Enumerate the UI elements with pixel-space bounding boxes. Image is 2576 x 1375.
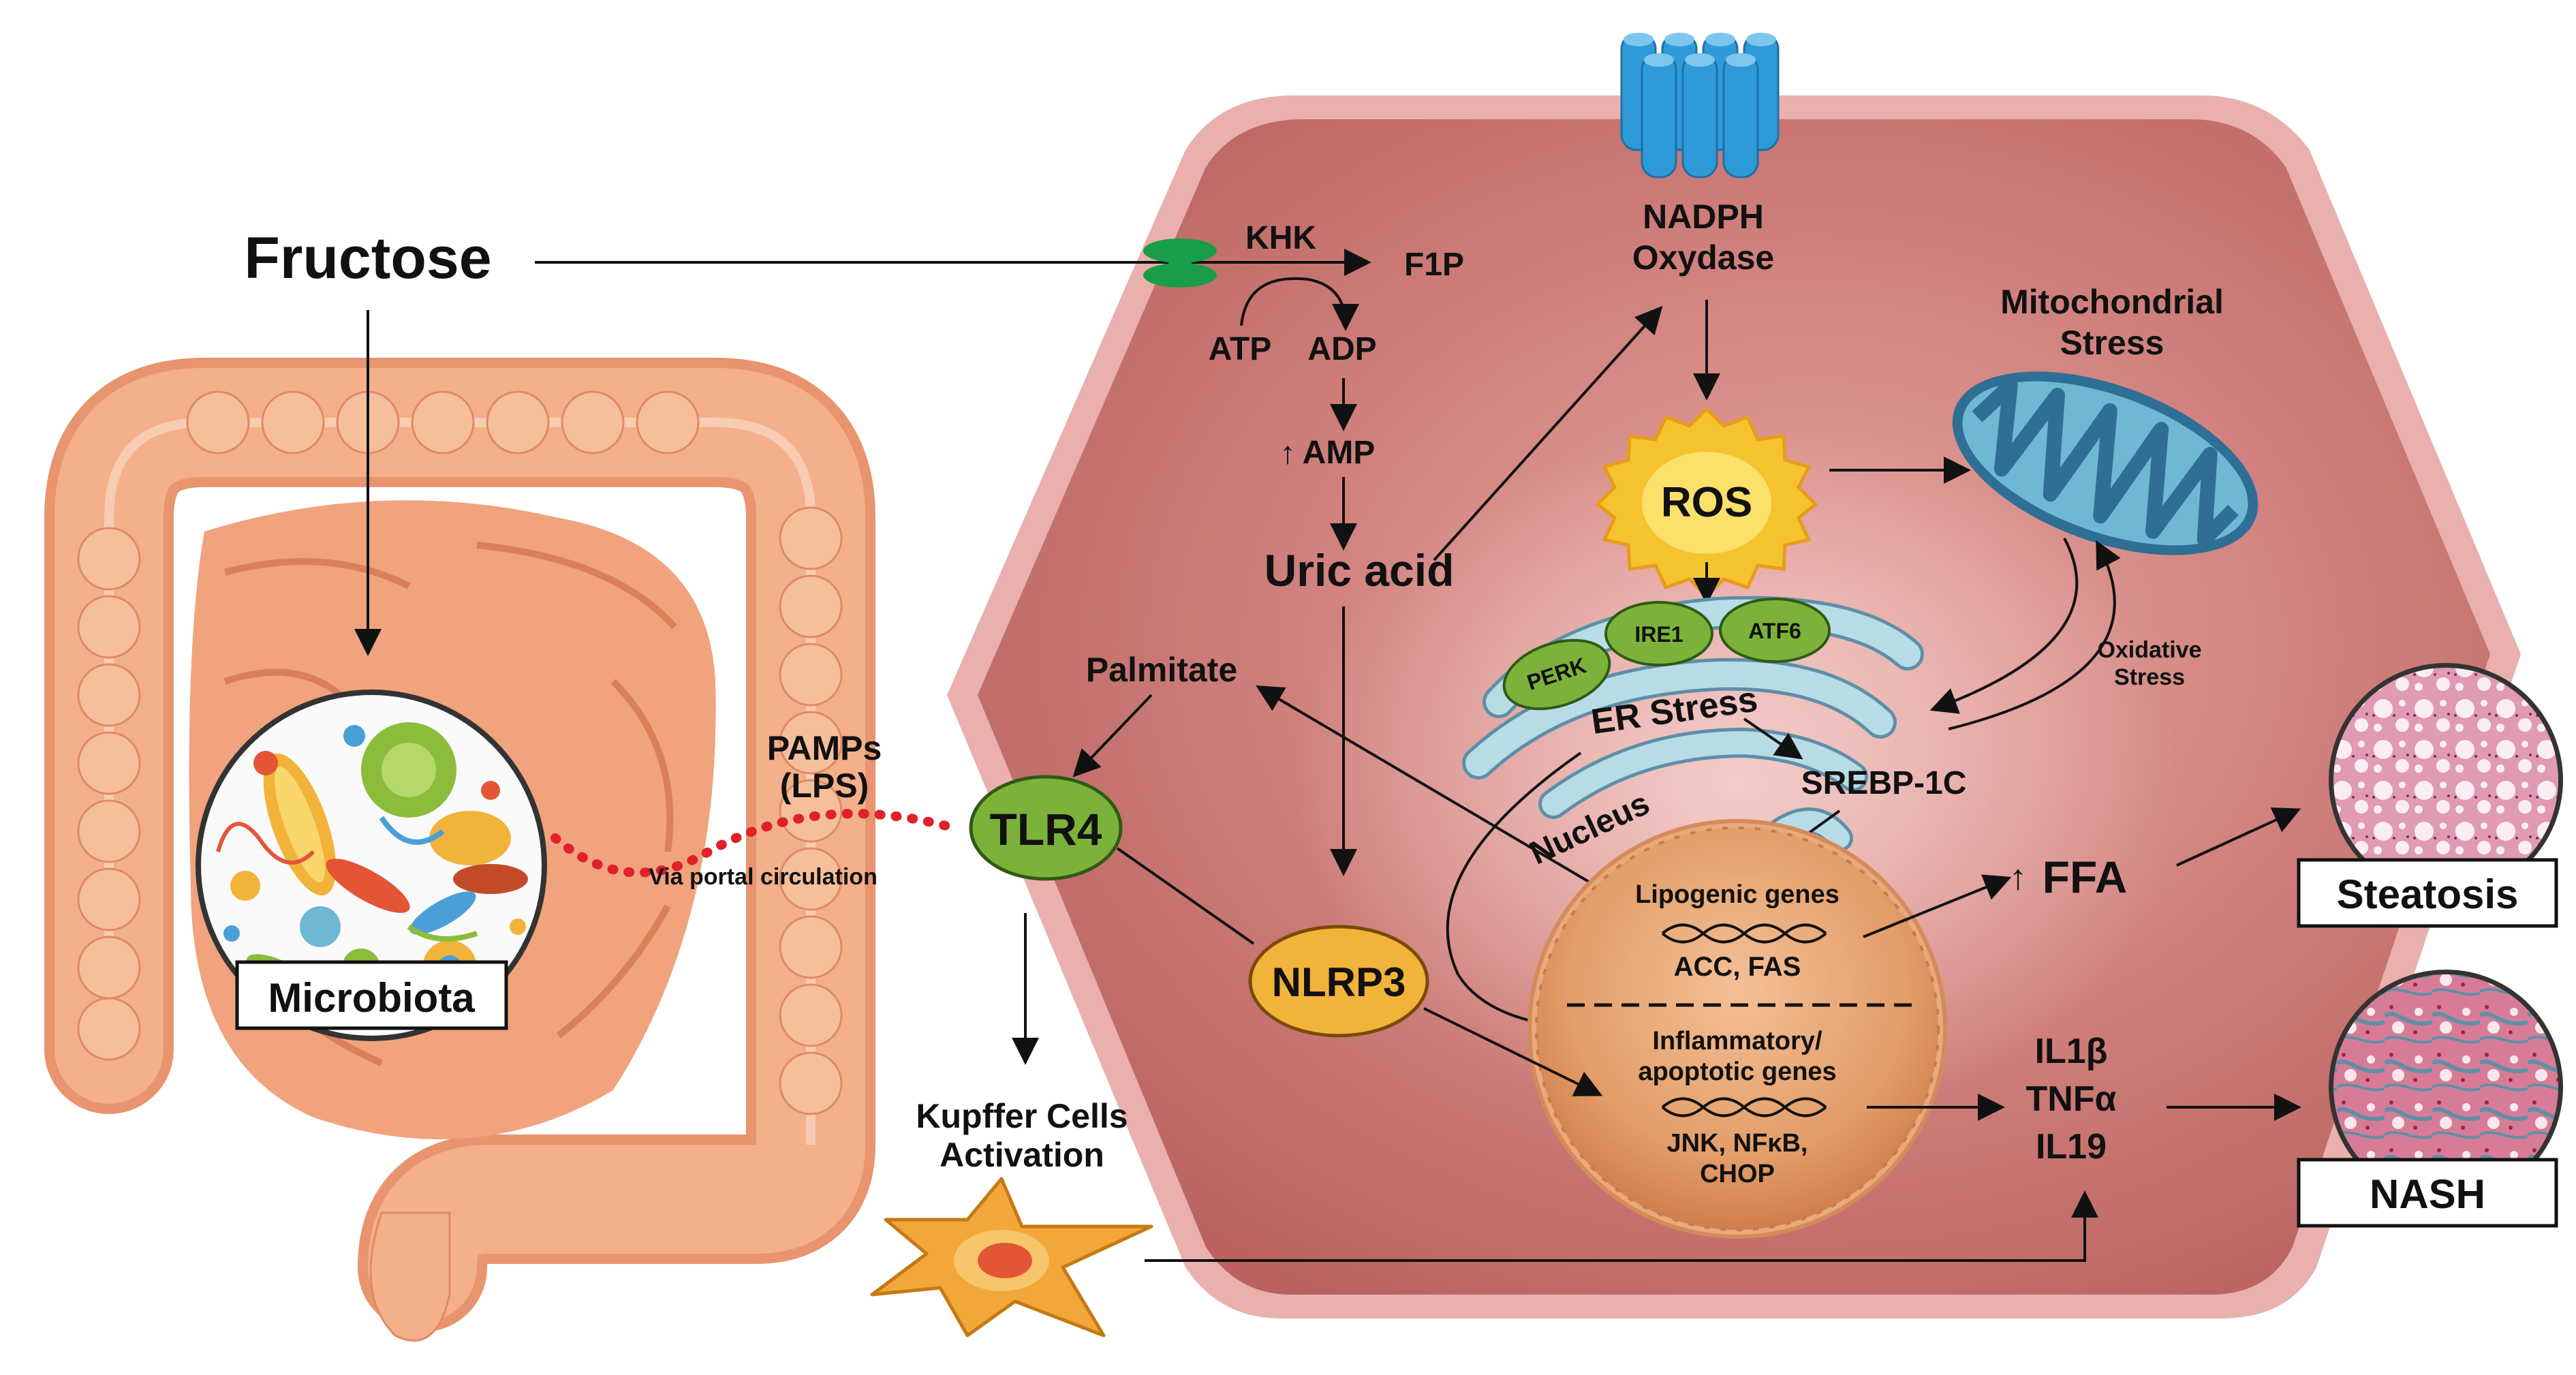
adp-label: ADP (1307, 331, 1376, 367)
glut-transporter-icon (1143, 238, 1217, 288)
uric-acid-label: Uric acid (1264, 545, 1455, 596)
mitochondrial-label: Mitochondrial (2000, 283, 2224, 321)
acc-fas-label: ACC, FAS (1674, 952, 1801, 982)
kupffer-activation-label: Activation (940, 1136, 1104, 1174)
ire1-label: IRE1 (1634, 622, 1683, 647)
ffa-up-arrow: ↑ (2009, 858, 2027, 897)
ros-label: ROS (1661, 479, 1752, 526)
dna-icon-2 (1661, 1097, 1827, 1117)
oxidative-stress-label: Stress (2114, 664, 2185, 690)
f1p-label: F1P (1404, 247, 1464, 283)
steatosis-histology (2329, 663, 2563, 897)
metabolism-arrows (1072, 277, 1663, 876)
kupffer-cells-label: Kupffer Cells (916, 1097, 1128, 1135)
nash-histology (2329, 970, 2563, 1204)
chop-label: CHOP (1700, 1160, 1775, 1188)
nucleus (1527, 819, 1947, 1239)
jnk-label: JNK, NFκB, (1667, 1129, 1808, 1158)
portal-circulation-dots (550, 809, 959, 878)
pamps-label: PAMPs (767, 729, 882, 767)
atf6-protein (1719, 598, 1831, 663)
apoptotic-label: apoptotic genes (1638, 1057, 1836, 1086)
nadph-oxidase-channel-icon (1620, 33, 1780, 179)
amp-up-arrow: ↑ (1280, 435, 1296, 470)
amp-label: AMP (1303, 435, 1376, 471)
srebp-label: SREBP-1C (1801, 765, 1967, 801)
oxydase-label: Oxydase (1632, 238, 1774, 277)
bacteria-cluster (216, 722, 528, 995)
lipogenic-to-palmitate-arrow (1256, 685, 1643, 914)
microbiota-circle (196, 690, 547, 1041)
mitochondrion-icon (1952, 371, 2259, 555)
tlr4-receptor (969, 775, 1123, 881)
signaling-arrows (1012, 807, 2301, 1262)
ire1-protein (1604, 601, 1713, 666)
portal-circulation-label: Via portal circulation (649, 864, 878, 890)
perk-protein (1502, 638, 1611, 711)
microbiota-label: Microbiota (268, 975, 475, 1021)
fructose-label: Fructose (244, 226, 491, 291)
inflammatory-label: Inflammatory/ (1652, 1027, 1822, 1055)
ros-arrows (1693, 300, 1971, 605)
kupffer-cell-icon (870, 1177, 1153, 1338)
mito-stress-label: Stress (2060, 324, 2164, 362)
lps-label: (LPS) (780, 767, 869, 805)
steatosis-label: Steatosis (2337, 871, 2519, 917)
atf6-label: ATF6 (1748, 619, 1801, 643)
palmitate-label: Palmitate (1086, 651, 1237, 689)
nash-label: NASH (2370, 1171, 2485, 1217)
tnfa-label: TNFα (2026, 1079, 2116, 1119)
khk-label: KHK (1245, 220, 1316, 256)
oxidative-label: Oxidative (2097, 637, 2201, 663)
tlr4-label: TLR4 (990, 804, 1102, 854)
atp-label: ATP (1209, 331, 1271, 367)
lipogenic-genes-label: Lipogenic genes (1635, 880, 1840, 909)
nadph-label: NADPH (1643, 198, 1764, 236)
oxidative-stress-arrows (1929, 538, 2121, 730)
nash-label-box (2297, 1158, 2558, 1228)
il19-label: IL19 (2036, 1127, 2107, 1167)
nlrp3-inflammasome (1248, 925, 1429, 1038)
steatosis-label-box (2297, 858, 2558, 928)
microbiota-label-box (235, 960, 508, 1030)
fructose-arrows (354, 249, 1371, 656)
ffa-label: FFA (2043, 852, 2128, 902)
dna-icon (1661, 923, 1827, 944)
nlrp3-label: NLRP3 (1272, 959, 1406, 1005)
il1b-label: IL1β (2035, 1032, 2108, 1071)
